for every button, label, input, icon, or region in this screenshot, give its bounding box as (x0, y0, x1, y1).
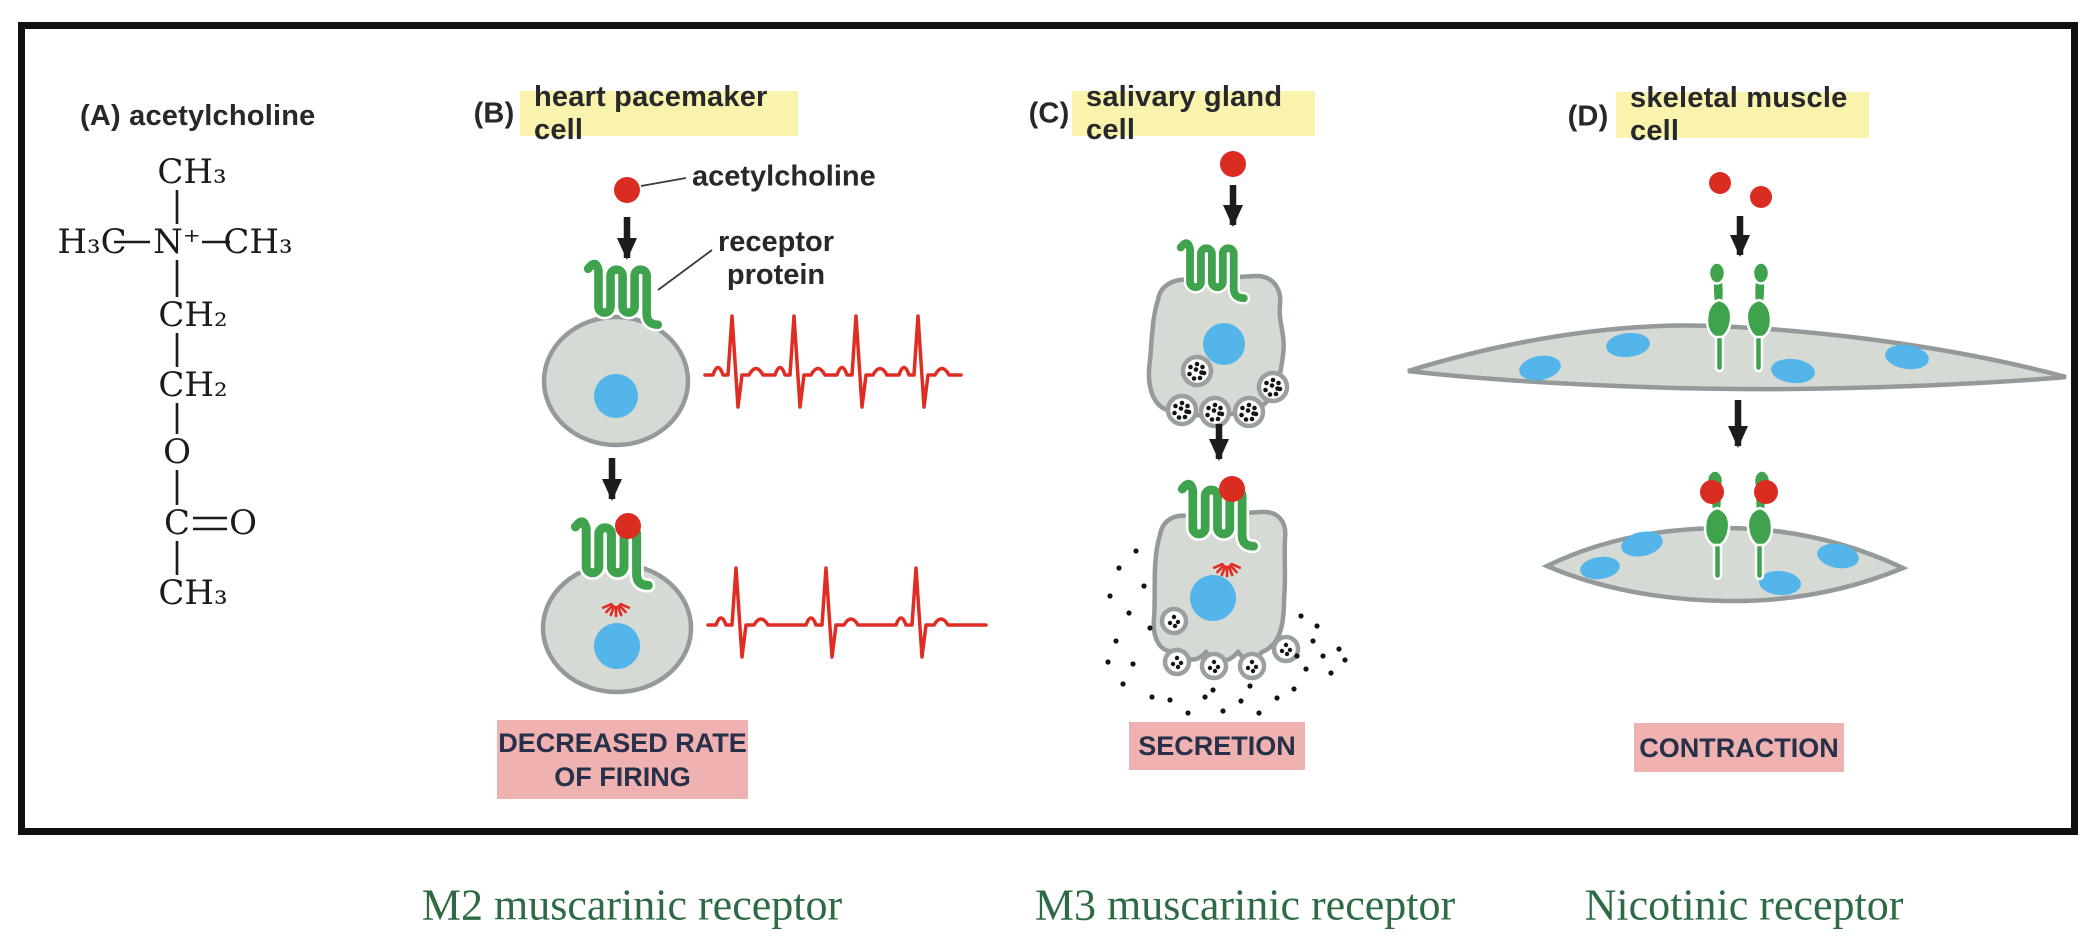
muscle-fiber-relaxed (1407, 261, 2067, 392)
outcome-badge-secretion: SECRETION (1129, 722, 1305, 770)
panel-a-title: acetylcholine (129, 100, 316, 132)
outcome-badge-contraction: CONTRACTION (1634, 723, 1844, 772)
acetylcholine-label: acetylcholine (692, 160, 876, 193)
salivary-cell-secreting (1151, 476, 1298, 678)
outcome-line2: OF FIRING (554, 761, 691, 792)
nucleus (1759, 570, 1801, 596)
receptor-label-line1: receptor (718, 226, 835, 258)
formula-o-ester: O (163, 432, 191, 472)
nucleus (1519, 355, 1561, 381)
fusing-vesicle-icon (1240, 654, 1264, 678)
cell-body (1407, 323, 2067, 392)
panel-a-letter: (A) (80, 100, 121, 132)
secretory-vesicle-icon (1201, 398, 1229, 426)
nucleus (1817, 543, 1859, 569)
bound-acetylcholine-icon (1754, 480, 1778, 504)
panel-c-letter: (C) (1028, 97, 1070, 130)
nucleus (1885, 344, 1929, 370)
nucleus (1190, 575, 1236, 621)
ecg-trace-fast (703, 314, 963, 409)
acetylcholine-molecule-icon (614, 177, 640, 203)
nucleus (1621, 531, 1663, 557)
bound-acetylcholine-icon (615, 513, 641, 539)
formula-c-carbonyl: C (163, 503, 191, 543)
formula-ch2-2: CH₂ (158, 365, 228, 405)
pacemaker-cell-activated (540, 513, 694, 695)
gpcr-receptor-icon (588, 264, 658, 325)
formula-ch2-1: CH₂ (158, 295, 228, 335)
gpcr-receptor-icon (1181, 243, 1244, 298)
outcome-line1: DECREASED RATE (498, 727, 747, 758)
panel-d-title: skeletal muscle cell (1630, 82, 1848, 147)
panel-b-art (540, 177, 988, 695)
receptor-protein-label: receptor protein (718, 226, 834, 292)
receptor-pointer-line (657, 249, 713, 291)
nucleus (1580, 556, 1620, 580)
nucleus (1771, 358, 1815, 384)
nucleus (594, 623, 640, 669)
outcome-text: CONTRACTION (1639, 732, 1839, 763)
panel-a-header: (A) acetylcholine (80, 100, 315, 133)
fusing-vesicle-icon (1202, 654, 1226, 678)
ligand-pointer-line (640, 177, 687, 187)
pacemaker-cell-resting (541, 264, 691, 448)
secretory-vesicle-icon (1259, 373, 1287, 401)
fusing-vesicle-icon (1274, 637, 1298, 661)
acetylcholine-molecule-icon (1750, 186, 1772, 208)
panel-b-title: heart pacemaker cell (534, 80, 768, 146)
nucleus (1203, 323, 1245, 365)
panel-c-title: salivary gland cell (1086, 80, 1283, 146)
acetylcholine-structure-bonds (114, 190, 230, 575)
acetylcholine-molecule-icon (1220, 151, 1246, 177)
panel-d-letter: (D) (1567, 100, 1609, 133)
formula-ch3-right: CH₃ (223, 222, 293, 262)
caption-m3-muscarinic-receptor: M3 muscarinic receptor (1034, 880, 1456, 930)
secretory-vesicle-icon (1183, 357, 1211, 385)
formula-ch3-bottom: CH₃ (158, 573, 228, 613)
panel-c-title-highlight: salivary gland cell (1072, 81, 1315, 146)
fusing-vesicle-icon (1165, 650, 1189, 674)
muscle-fiber-contracted (1541, 469, 1909, 604)
bound-acetylcholine-icon (1700, 480, 1724, 504)
nucleus (1606, 332, 1650, 358)
caption-m2-muscarinic-receptor: M2 muscarinic receptor (421, 880, 843, 930)
secretory-vesicle-icon (1168, 396, 1196, 424)
bound-acetylcholine-icon (1219, 476, 1245, 502)
ecg-trace-slow (706, 566, 988, 659)
nucleus (594, 374, 638, 418)
salivary-cell-resting (1146, 243, 1287, 426)
outcome-badge-decreased-firing: DECREASED RATE OF FIRING (497, 720, 748, 799)
fusing-vesicle-icon (1162, 609, 1186, 633)
panel-d-art (1407, 172, 2067, 604)
formula-ch3-top: CH₃ (157, 152, 227, 192)
secretory-vesicle-icon (1235, 398, 1263, 426)
formula-o-carbonyl: O (229, 503, 257, 543)
panel-b-title-highlight: heart pacemaker cell (520, 81, 798, 146)
acetylcholine-molecule-icon (1709, 172, 1731, 194)
formula-h3c: H₃C (57, 222, 127, 262)
panel-c-art (1105, 151, 1348, 716)
panel-d-title-highlight: skeletal muscle cell (1616, 82, 1869, 147)
receptor-label-line2: protein (726, 259, 826, 291)
outcome-text: SECRETION (1138, 731, 1296, 761)
secreted-molecules-dots (1105, 548, 1348, 716)
caption-nicotinic-receptor: Nicotinic receptor (1584, 880, 1904, 930)
formula-n: N⁺ (153, 222, 201, 262)
panel-b-letter: (B) (473, 97, 515, 130)
